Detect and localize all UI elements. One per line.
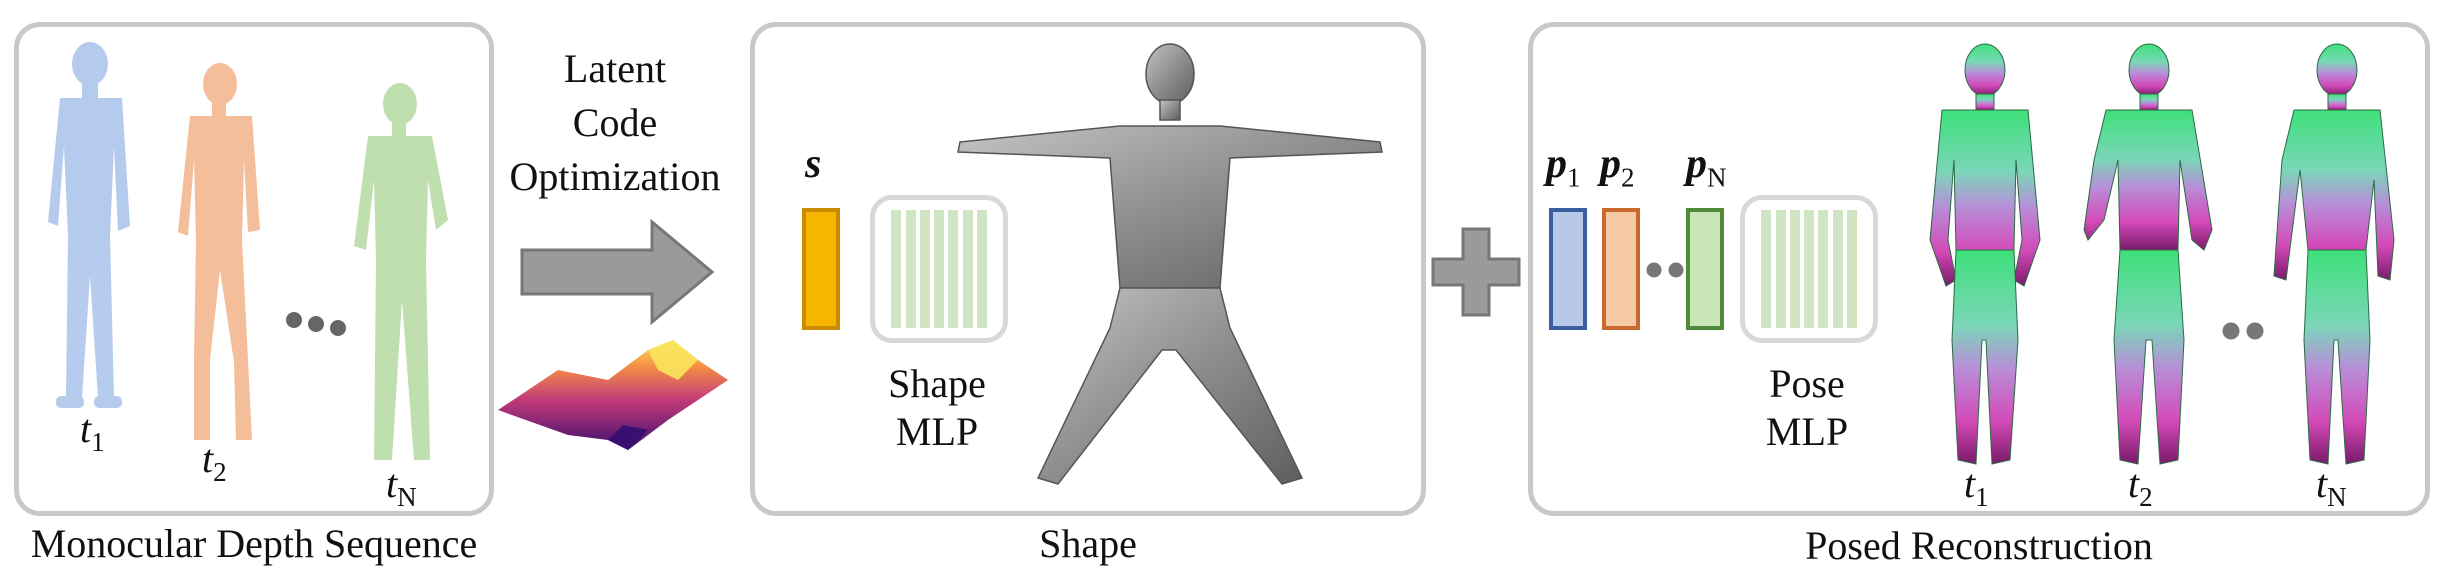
time-label-t2: t2 <box>202 435 227 488</box>
posed-time-label-tN-sub: N <box>2327 482 2347 512</box>
time-label-t2-sub: 2 <box>213 457 227 487</box>
right-arrow-icon <box>520 218 715 326</box>
caption-shape: Shape <box>1039 521 1137 566</box>
time-label-tN: tN <box>386 460 417 513</box>
point-cloud-figure-t1 <box>48 42 130 408</box>
time-label-t2-base: t <box>202 436 214 481</box>
point-cloud-figure-t2 <box>178 63 260 440</box>
pose-mlp-block <box>1740 195 1878 343</box>
optimization-label: Latent Code Optimization <box>490 42 740 204</box>
posed-mesh-t2 <box>2083 43 2213 465</box>
pose-code-label-pN: pN <box>1686 140 1727 193</box>
sequence-ellipsis-icon <box>286 312 346 336</box>
posed-time-label-t2-sub: 2 <box>2139 482 2153 512</box>
posed-time-label-tN-base: t <box>2316 461 2328 506</box>
posed-time-label-t1-base: t <box>1964 461 1976 506</box>
pose-code-label-p2-sub: 2 <box>1621 162 1635 193</box>
latent-surface-plot <box>498 340 728 450</box>
pose-code-label-pN-base: p <box>1686 141 1707 187</box>
pose-code-bar-p2 <box>1602 208 1640 330</box>
posed-time-label-t1-sub: 1 <box>1975 482 1989 512</box>
caption-depth-sequence: Monocular Depth Sequence <box>30 521 478 566</box>
shape-mlp-label: Shape MLP <box>862 360 1012 456</box>
time-label-tN-sub: N <box>397 482 417 512</box>
time-label-t1-sub: 1 <box>91 427 105 457</box>
point-cloud-figure-tN <box>354 83 448 460</box>
optimization-label-line2: Code <box>572 100 658 145</box>
posed-time-label-t1: t1 <box>1964 460 1989 513</box>
posed-time-label-t2-base: t <box>2128 461 2140 506</box>
optimization-label-line1: Latent <box>563 46 667 91</box>
posed-ellipsis-icon <box>2222 322 2264 340</box>
pose-code-label-p2: p2 <box>1600 140 1635 193</box>
optimization-label-line3: Optimization <box>509 154 721 199</box>
pose-mlp-label: Pose MLP <box>1732 360 1882 456</box>
caption-posed-reconstruction: Posed Reconstruction <box>1805 523 2153 568</box>
pose-code-label-p2-base: p <box>1600 141 1621 187</box>
pose-mlp-label-line1: Pose <box>1769 361 1845 406</box>
pose-code-label-pN-sub: N <box>1707 162 1727 193</box>
time-label-t1-base: t <box>80 406 92 451</box>
pose-code-label-p1: p1 <box>1546 140 1581 193</box>
shape-mlp-block <box>870 195 1008 343</box>
pose-code-bar-p1 <box>1549 208 1587 330</box>
posed-time-label-t2: t2 <box>2128 460 2153 513</box>
time-label-tN-base: t <box>386 461 398 506</box>
shape-code-bar <box>802 208 840 330</box>
pose-code-bar-pN <box>1686 208 1724 330</box>
time-label-t1: t1 <box>80 405 105 458</box>
posed-time-label-tN: tN <box>2316 460 2347 513</box>
pose-code-label-p1-sub: 1 <box>1567 162 1581 193</box>
posed-mesh-tN <box>2273 43 2395 465</box>
canonical-shape-mesh <box>957 43 1383 485</box>
shape-code-symbol: s <box>805 141 822 187</box>
pose-code-ellipsis-icon <box>1646 262 1684 278</box>
plus-icon <box>1431 227 1521 317</box>
pose-code-label-p1-base: p <box>1546 141 1567 187</box>
posed-mesh-t1 <box>1929 43 2041 465</box>
shape-mlp-label-line2: MLP <box>895 409 979 454</box>
pose-mlp-label-line2: MLP <box>1765 409 1849 454</box>
shape-mlp-label-line1: Shape <box>888 361 986 406</box>
